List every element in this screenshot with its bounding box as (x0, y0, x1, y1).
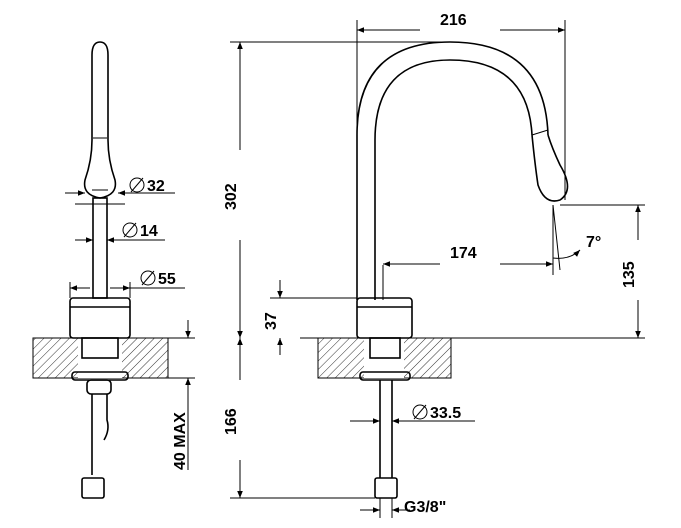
dim-thread: G3/8" (404, 499, 446, 516)
dim-height-outlet: 135 (621, 261, 638, 288)
dim-body-height: 37 (263, 312, 280, 330)
front-stem (92, 197, 108, 299)
dim-reach-inner: 174 (450, 245, 477, 262)
dim-dia-shank: 33.5 (430, 405, 461, 422)
dim-reach: 216 (440, 12, 467, 29)
side-view (300, 41, 569, 499)
dim-dia-stem: 14 (140, 223, 158, 240)
side-spout-inner (374, 59, 533, 300)
front-body (69, 297, 131, 339)
dim-counter-max: 40 MAX (172, 412, 189, 470)
dim-dia-body: 55 (158, 271, 176, 288)
side-dimensions: 216 302 166 37 174 7° 135 (223, 12, 645, 518)
side-body (356, 297, 413, 339)
front-dimensions: 32 14 55 40 MAX (65, 177, 195, 470)
dim-height-total: 302 (223, 183, 240, 210)
dim-angle: 7° (586, 234, 601, 251)
dim-below-counter: 166 (223, 408, 240, 435)
front-view (32, 41, 175, 499)
front-spout-tube (83, 41, 117, 199)
dim-dia-spout: 32 (147, 178, 165, 195)
